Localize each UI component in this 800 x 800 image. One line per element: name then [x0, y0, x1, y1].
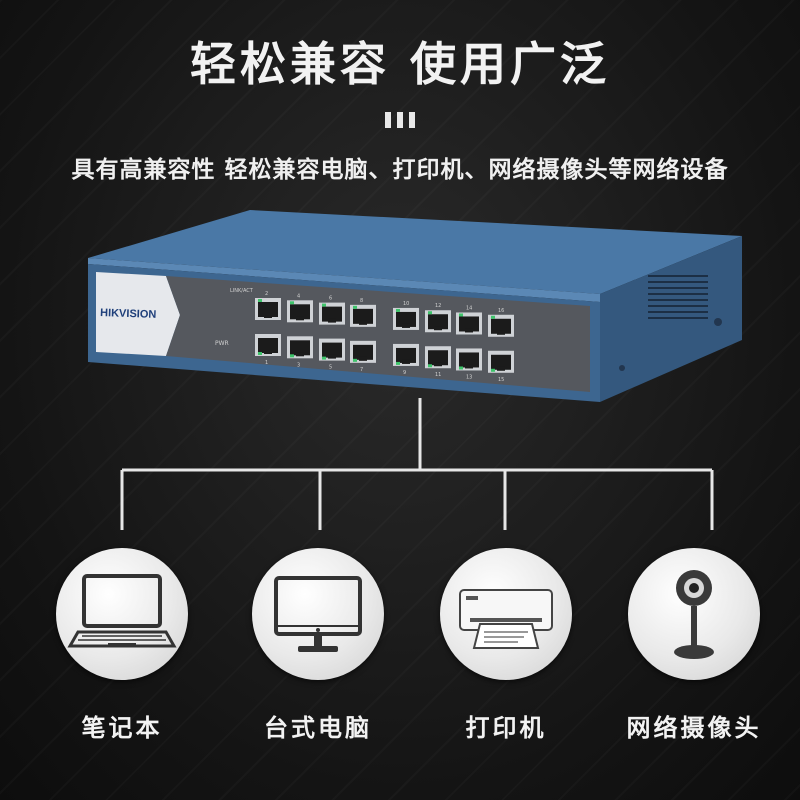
port-number: 13 — [466, 374, 472, 380]
ethernet-port — [287, 300, 313, 323]
device-label-laptop: 笔记本 — [81, 714, 163, 742]
port-number: 5 — [329, 365, 332, 371]
ethernet-port — [488, 314, 514, 337]
ethernet-port — [425, 310, 451, 333]
brand-logo-text: HIKVISION — [100, 307, 157, 321]
desktop-circle — [252, 548, 384, 680]
printer-circle — [440, 548, 572, 680]
port-number: 2 — [265, 291, 268, 297]
ethernet-port — [287, 336, 313, 359]
port-number: 1 — [265, 360, 268, 366]
laptop-icon — [67, 574, 177, 648]
port-number: 8 — [360, 298, 363, 304]
port-number: 4 — [297, 293, 300, 299]
ethernet-port — [319, 302, 345, 325]
desktop-monitor-icon — [274, 576, 362, 652]
pwr-label: PWR — [215, 340, 229, 347]
ethernet-port — [350, 340, 376, 363]
ethernet-port — [319, 338, 345, 361]
printer-icon — [459, 589, 553, 649]
port-number: 6 — [329, 296, 332, 302]
webcam-circle — [628, 548, 760, 680]
port-number: 14 — [466, 305, 472, 311]
port-number: 7 — [360, 367, 363, 373]
device-label-desktop: 台式电脑 — [264, 714, 372, 742]
ethernet-port — [255, 334, 281, 356]
port-number: 10 — [403, 301, 409, 307]
port-number: 15 — [498, 377, 504, 383]
decorative-bars — [385, 112, 415, 130]
headline: 轻松兼容 使用广泛 — [189, 37, 610, 91]
ethernet-port — [456, 348, 482, 371]
subheadline: 具有高兼容性 轻松兼容电脑、打印机、网络摄像头等网络设备 — [71, 157, 729, 183]
ethernet-port — [456, 312, 482, 335]
brand-panel — [96, 272, 180, 356]
device-label-printer: 打印机 — [465, 714, 547, 742]
ethernet-port — [255, 298, 281, 320]
device-label-webcam: 网络摄像头 — [626, 714, 762, 742]
port-number: 11 — [435, 372, 441, 378]
webcam-icon — [674, 570, 714, 659]
ethernet-port — [393, 307, 419, 330]
ethernet-port — [425, 346, 451, 369]
port-number: 3 — [297, 362, 300, 368]
port-number: 9 — [403, 370, 406, 376]
switch-top-surface — [88, 210, 742, 294]
link-act-label: LINK/ACT — [230, 288, 254, 294]
port-number: 12 — [435, 303, 441, 309]
switch-vents — [648, 275, 708, 319]
port-number: 16 — [498, 308, 504, 314]
laptop-circle — [56, 548, 188, 680]
ethernet-port — [350, 304, 376, 327]
ethernet-port — [488, 350, 514, 373]
ethernet-port — [393, 343, 419, 366]
